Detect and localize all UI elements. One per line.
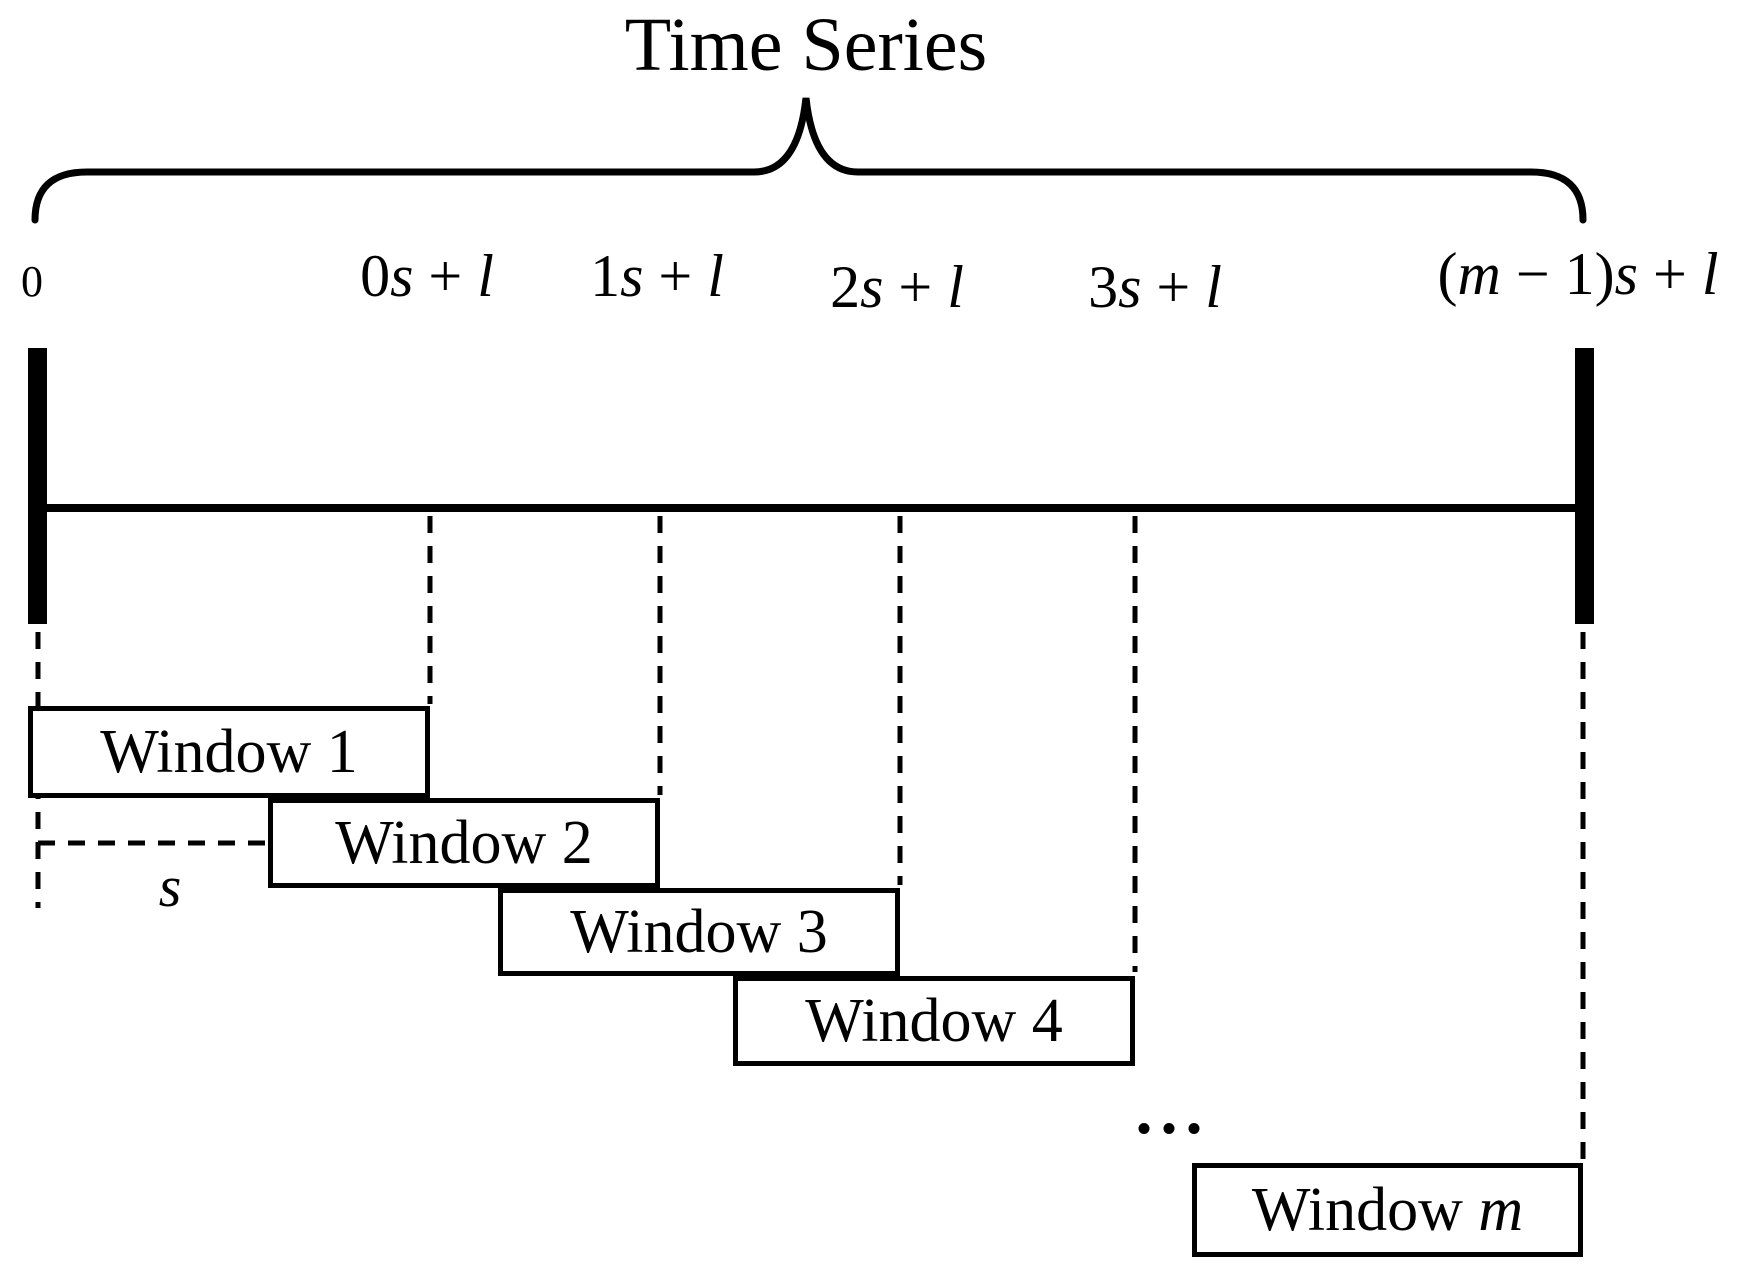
window-4-label: Window 4 (805, 990, 1063, 1052)
window-m-label: Window m (1252, 1179, 1523, 1241)
math-variable: l (947, 254, 964, 320)
label-text: Window 3 (570, 898, 828, 966)
label-text: ( (1437, 241, 1458, 307)
ellipsis: ... (1135, 1072, 1211, 1148)
tick-origin: 0 (21, 260, 43, 304)
label-text: + (1141, 254, 1206, 320)
window-1-label: Window 1 (100, 721, 358, 783)
label-text: 3 (1088, 254, 1119, 320)
label-text: 0 (360, 243, 391, 309)
timeline-start-bar (28, 348, 47, 624)
label-text: + (1638, 241, 1702, 307)
label-text: + (643, 243, 708, 309)
window-2-label: Window 2 (335, 812, 593, 874)
window-4: Window 4 (733, 976, 1135, 1066)
math-variable: l (1205, 254, 1222, 320)
tick-1s-plus-l: 1s + l (590, 246, 724, 306)
math-variable: s (1118, 254, 1142, 320)
label-text: Window 2 (335, 809, 593, 877)
math-variable: s (860, 254, 884, 320)
page-title: Time Series (624, 3, 988, 87)
label-text: 0 (21, 257, 43, 306)
tick-3s-plus-l: 3s + l (1088, 257, 1222, 317)
stride-label: s (158, 854, 182, 919)
label-text: + (883, 254, 948, 320)
timeline-end-bar (1575, 348, 1594, 624)
math-variable: l (707, 243, 724, 309)
tick-2s-plus-l: 2s + l (830, 257, 964, 317)
label-text: Window 4 (805, 987, 1063, 1055)
tick-0s-plus-l: 0s + l (360, 246, 494, 306)
label-text: − 1) (1500, 241, 1615, 307)
window-1: Window 1 (28, 706, 430, 798)
label-text: Window 1 (100, 718, 358, 786)
math-variable: s (390, 243, 414, 309)
tick-m-minus-1-s-plus-l: (m − 1)s + l (1437, 244, 1718, 304)
label-text: + (413, 243, 478, 309)
math-variable: l (477, 243, 494, 309)
brace (31, 97, 1587, 224)
math-variable: l (1701, 241, 1719, 307)
math-variable: s (620, 243, 644, 309)
window-3-label: Window 3 (570, 901, 828, 963)
window-3: Window 3 (498, 888, 900, 976)
label-text: 1 (590, 243, 621, 309)
label-text: 2 (830, 254, 861, 320)
math-variable: s (1614, 241, 1638, 307)
label-text: Window (1251, 1176, 1479, 1244)
math-variable: m (1478, 1176, 1524, 1244)
math-variable: m (1457, 241, 1501, 307)
window-2: Window 2 (268, 798, 660, 888)
window-m: Window m (1192, 1163, 1583, 1257)
